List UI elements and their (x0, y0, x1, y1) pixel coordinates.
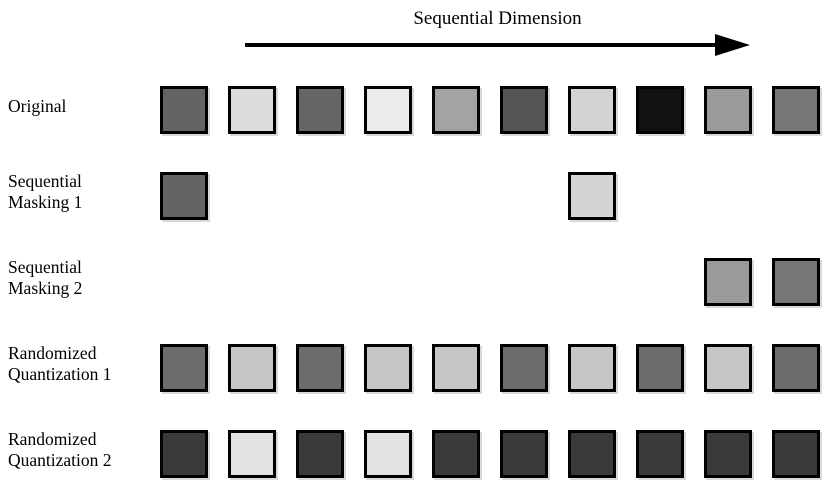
sequence-cell (364, 344, 412, 392)
sequence-cell (772, 344, 820, 392)
sequence-cell (500, 86, 548, 134)
sequence-cell (500, 344, 548, 392)
sequence-cell-masked (228, 172, 270, 214)
sequence-cell (160, 172, 208, 220)
row-label: Sequential Masking 2 (8, 257, 83, 298)
sequence-cell (364, 430, 412, 478)
right-arrow-icon (245, 34, 750, 56)
sequence-cell (432, 86, 480, 134)
sequence-cell (704, 258, 752, 306)
sequence-cell-masked (568, 258, 610, 300)
sequence-cell (772, 86, 820, 134)
sequence-cell (432, 344, 480, 392)
sequence-cell (364, 86, 412, 134)
sequence-cell (568, 430, 616, 478)
sequence-cell (636, 86, 684, 134)
sequence-cell-masked (636, 258, 678, 300)
sequence-cell-masked (704, 172, 746, 214)
sequence-cell-masked (636, 172, 678, 214)
sequence-cell (296, 86, 344, 134)
row-label: Randomized Quantization 2 (8, 429, 112, 470)
sequence-cell-masked (500, 172, 542, 214)
row-label: Sequential Masking 1 (8, 171, 83, 212)
sequence-cell (636, 430, 684, 478)
sequence-cell (228, 344, 276, 392)
sequence-cell (704, 430, 752, 478)
sequence-cell (432, 430, 480, 478)
sequence-cell-masked (432, 172, 474, 214)
axis-title: Sequential Dimension (413, 8, 582, 29)
row-label: Original (8, 96, 67, 116)
sequence-cell-masked (772, 172, 814, 214)
sequence-cell-masked (432, 258, 474, 300)
sequence-cell-masked (296, 258, 338, 300)
sequence-cell-masked (500, 258, 542, 300)
sequence-cell-masked (160, 258, 202, 300)
sequence-cell-masked (228, 258, 270, 300)
sequence-cell (772, 430, 820, 478)
sequence-cell (228, 430, 276, 478)
sequence-cell-masked (296, 172, 338, 214)
sequence-cell (568, 86, 616, 134)
sequence-cell (568, 172, 616, 220)
sequence-cell (568, 344, 616, 392)
sequence-cell (704, 86, 752, 134)
sequence-cell (704, 344, 752, 392)
sequence-cell (500, 430, 548, 478)
sequence-cell (772, 258, 820, 306)
sequence-cell (160, 344, 208, 392)
sequence-cell (228, 86, 276, 134)
sequence-cell (296, 430, 344, 478)
sequence-cell (636, 344, 684, 392)
row-label: Randomized Quantization 1 (8, 343, 112, 384)
sequence-cell-masked (364, 172, 406, 214)
sequence-cell (296, 344, 344, 392)
sequence-cell-masked (364, 258, 406, 300)
sequence-cell (160, 430, 208, 478)
sequence-cell (160, 86, 208, 134)
